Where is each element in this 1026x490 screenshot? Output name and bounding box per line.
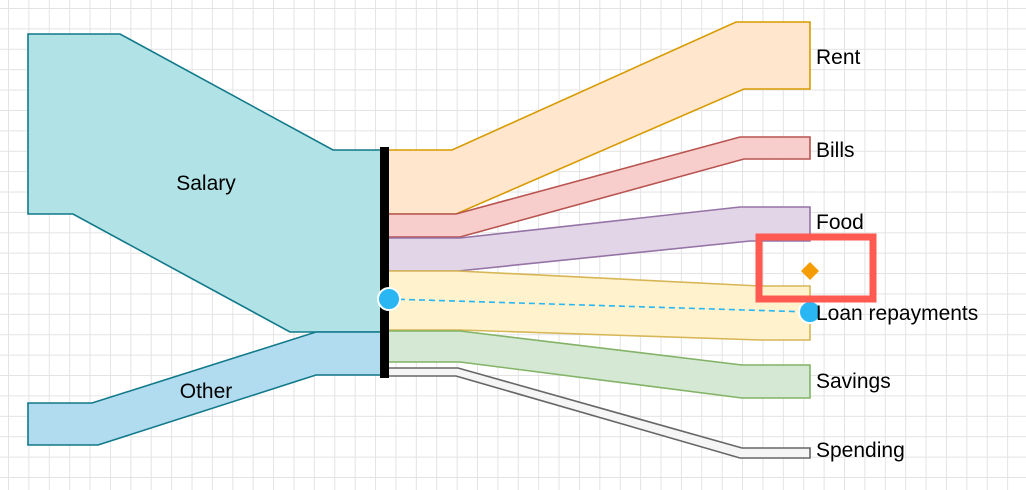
spending-label: Spending — [816, 439, 905, 462]
other-label: Other — [180, 380, 233, 403]
food-label: Food — [816, 211, 864, 234]
savings-flow[interactable] — [387, 330, 811, 399]
highlight-box — [755, 233, 877, 303]
edge-start-handle[interactable] — [377, 287, 401, 311]
salary-label: Salary — [176, 172, 236, 195]
hub-bar[interactable] — [380, 147, 389, 378]
waypoint-handle[interactable] — [801, 262, 819, 280]
savings-label: Savings — [816, 370, 891, 393]
spending-flow[interactable] — [387, 367, 811, 459]
bills-label: Bills — [816, 139, 855, 162]
bills-flow[interactable] — [387, 136, 811, 238]
loan-repayments-label: Loan repayments — [816, 302, 978, 325]
selected-edge-path[interactable] — [388, 298, 811, 313]
rent-label: Rent — [816, 46, 861, 69]
